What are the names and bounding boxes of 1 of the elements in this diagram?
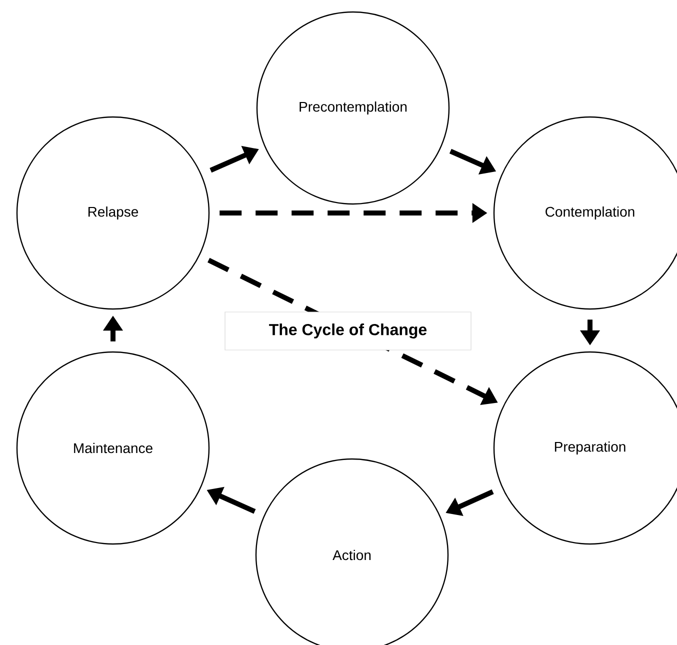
title-box: The Cycle of Change bbox=[224, 312, 472, 350]
